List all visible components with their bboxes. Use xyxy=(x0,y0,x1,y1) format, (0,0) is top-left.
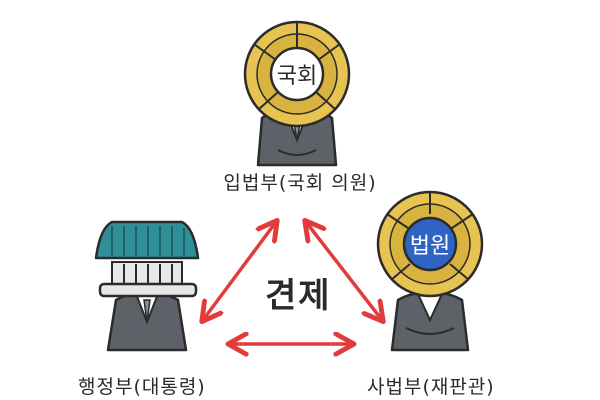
checks-label: 견제 xyxy=(265,276,332,316)
legislative-caption: 입법부(국회 의원) xyxy=(223,172,377,194)
president-figure xyxy=(94,220,200,352)
judge-figure xyxy=(376,190,484,352)
court-badge-text: 법원 xyxy=(410,234,450,259)
assembly-badge-text: 국회 xyxy=(277,64,317,89)
executive-caption: 행정부(대통령) xyxy=(78,376,206,398)
legislator-figure xyxy=(243,20,351,167)
judicial-caption: 사법부(재판관) xyxy=(367,376,495,398)
arrow-legislative-executive xyxy=(203,222,276,320)
arrow-legislative-judicial xyxy=(306,222,382,320)
assembly-badge-center xyxy=(269,46,325,102)
court-badge-center xyxy=(402,216,458,272)
